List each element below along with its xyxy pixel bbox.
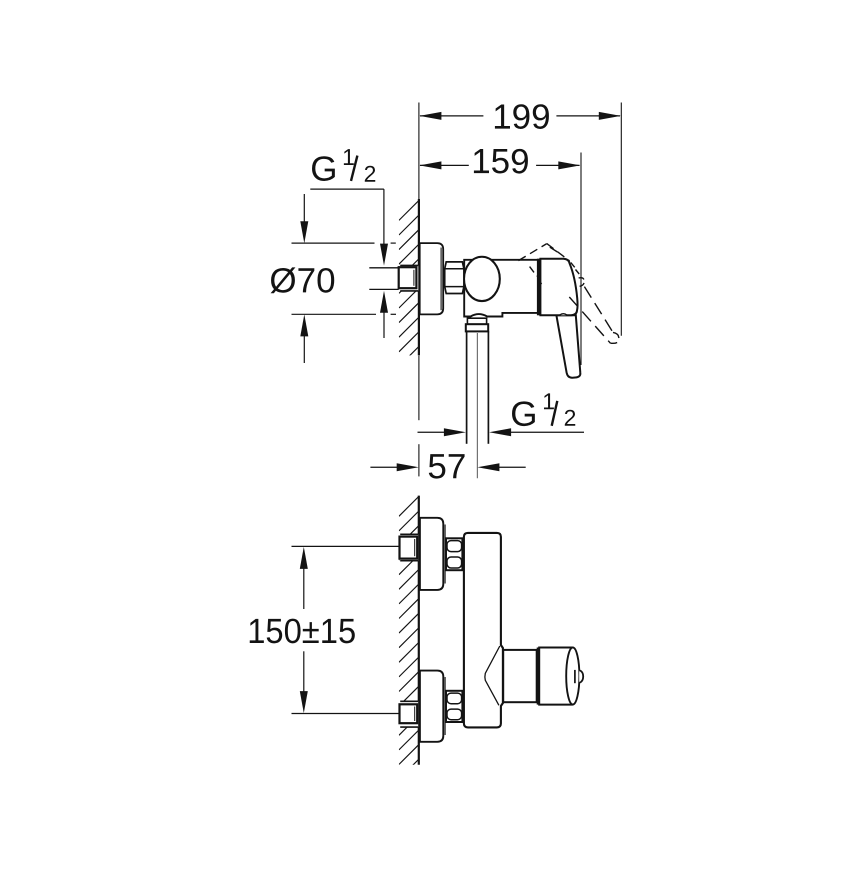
svg-text:G: G: [510, 395, 537, 434]
svg-text:2: 2: [564, 405, 577, 431]
svg-text:1: 1: [542, 388, 555, 414]
svg-text:2: 2: [364, 161, 377, 187]
svg-text:150±15: 150±15: [247, 612, 356, 651]
svg-text:G: G: [310, 150, 337, 189]
svg-text:199: 199: [492, 98, 550, 137]
svg-text:Ø70: Ø70: [269, 261, 335, 300]
svg-text:57: 57: [427, 447, 466, 486]
svg-text:159: 159: [471, 142, 529, 181]
svg-text:1: 1: [342, 144, 355, 170]
